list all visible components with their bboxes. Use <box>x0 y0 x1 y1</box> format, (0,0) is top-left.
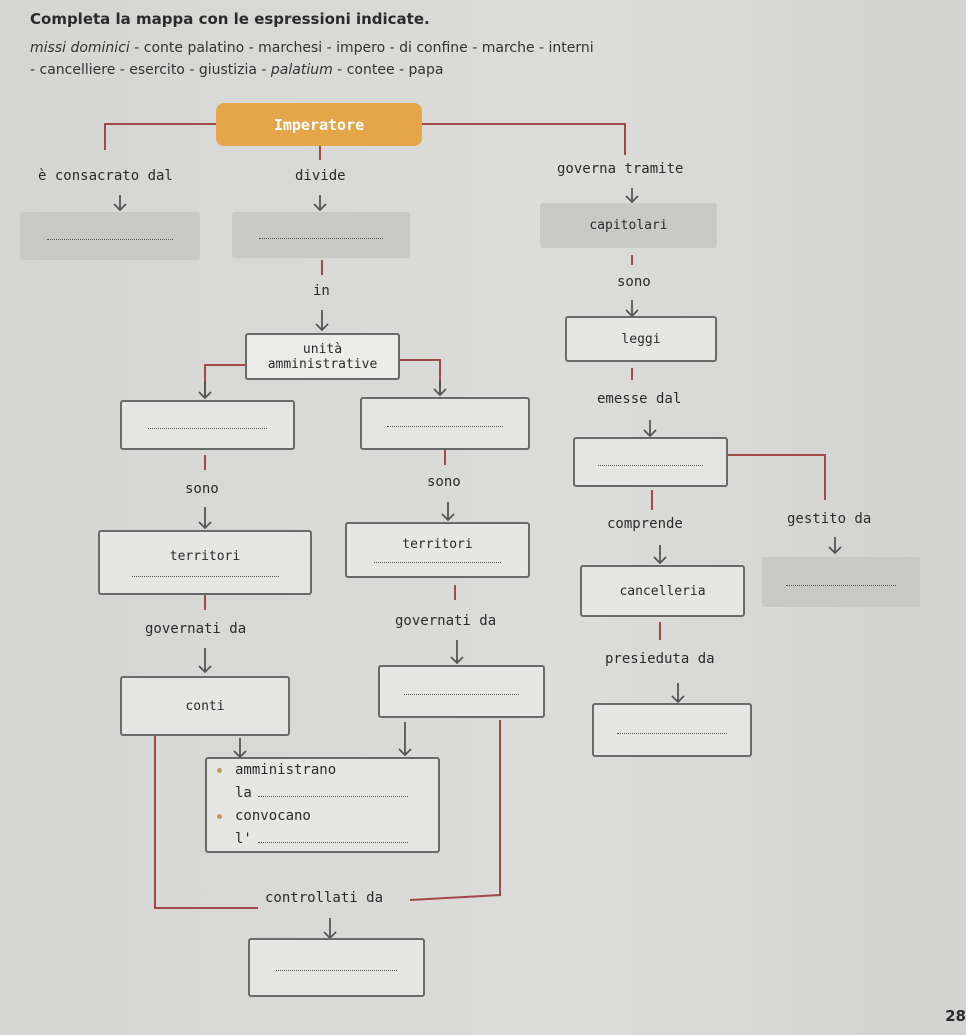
label-sono-right: sono <box>427 474 461 490</box>
page-number: 28 <box>945 1007 966 1025</box>
blank-l[interactable]: l' <box>235 828 408 851</box>
word-bank-line-1: missi dominici - conte palatino - marche… <box>30 40 594 56</box>
label-in: in <box>313 283 330 299</box>
box-cancelleria: cancelleria <box>580 565 745 617</box>
l-label: l' <box>235 831 252 847</box>
label-presieduta: presieduta da <box>605 651 715 667</box>
blank-la[interactable]: la <box>235 782 408 805</box>
blank-box-controllati[interactable] <box>248 938 425 997</box>
blank-box-presieduta[interactable] <box>592 703 752 757</box>
la-label: la <box>235 785 252 801</box>
blank-box-divide[interactable] <box>232 212 410 258</box>
amministrano-label: amministrano <box>235 762 337 778</box>
box-capitolari: capitolari <box>540 203 717 248</box>
capitolari-label: capitolari <box>589 218 668 233</box>
label-governati-left: governati da <box>145 621 247 637</box>
box-territori-right[interactable]: territori <box>345 522 530 578</box>
word-bank-line-2: - cancelliere - esercito - giustizia - p… <box>30 62 443 78</box>
label-divide: divide <box>295 168 346 184</box>
box-territori-left[interactable]: territori <box>98 530 312 595</box>
conti-label: conti <box>185 698 225 714</box>
cancelleria-label: cancelleria <box>619 583 706 599</box>
label-consacrato: è consacrato dal <box>38 168 173 184</box>
bullet-convocano: convocano <box>217 805 408 828</box>
amministrative-label: amministrative <box>267 356 378 372</box>
word-bank-segment: missi dominici <box>30 40 130 56</box>
label-gestito: gestito da <box>787 511 872 527</box>
box-compiti-conti: amministrano la convocano l' <box>205 757 440 853</box>
label-emesse: emesse dal <box>597 391 682 407</box>
label-sono-left: sono <box>185 481 219 497</box>
root-box-imperatore: Imperatore <box>216 103 422 146</box>
label-governati-right: governati da <box>395 613 497 629</box>
blank-box-gestito[interactable] <box>762 557 920 607</box>
territori-left-label: territori <box>169 548 241 564</box>
root-label: Imperatore <box>273 115 365 134</box>
box-leggi: leggi <box>565 316 717 362</box>
unita-label: unità <box>302 341 343 357</box>
blank-box-unita-left[interactable] <box>120 400 295 450</box>
convocano-label: convocano <box>235 808 311 824</box>
word-bank-segment: palatium <box>270 62 333 78</box>
label-comprende: comprende <box>607 516 683 532</box>
box-conti: conti <box>120 676 290 736</box>
blank-box-consacrato[interactable] <box>20 212 200 260</box>
label-controllati: controllati da <box>265 890 384 906</box>
blank-box-governati-right[interactable] <box>378 665 545 718</box>
word-bank-segment: - cancelliere - esercito - giustizia - <box>30 62 271 78</box>
label-governa: governa tramite <box>557 161 684 177</box>
blank-box-emesse[interactable] <box>573 437 728 487</box>
word-bank-segment: - contee - papa <box>332 62 444 78</box>
label-sono: sono <box>617 274 651 290</box>
instruction: Completa la mappa con le espressioni ind… <box>30 10 430 28</box>
leggi-label: leggi <box>621 331 661 347</box>
word-bank-segment: - conte palatino - marchesi - impero - d… <box>129 40 594 56</box>
bullet-amministrano: amministrano <box>217 759 408 782</box>
blank-box-unita-right[interactable] <box>360 397 530 450</box>
territori-right-label: territori <box>402 537 473 552</box>
